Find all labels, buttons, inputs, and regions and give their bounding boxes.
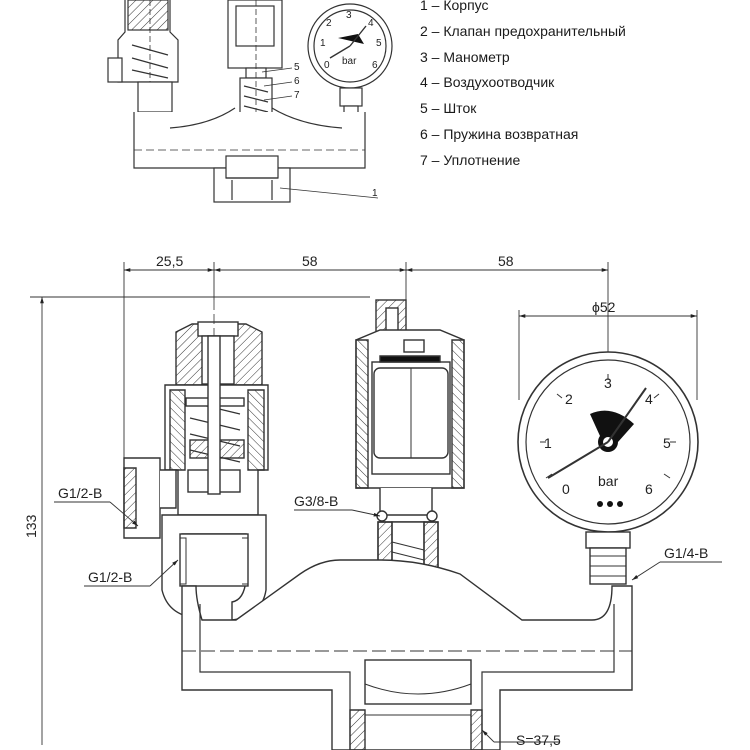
thread-label-gauge: G1/4-B [664,545,708,561]
small-gauge: 0 1 2 3 4 5 6 bar [307,3,393,129]
thread-label-valve-bottom: G1/2-B [88,569,132,585]
gauge-unit: bar [598,473,619,489]
small-air-vent [227,0,283,130]
dimension-gauge-diameter: ϕ52 [592,299,616,315]
callout-6: 6 [294,76,300,87]
small-gauge-unit: bar [342,56,357,67]
legend-item: 4 – Воздухоотводчик [420,74,555,91]
callout-7: 7 [294,90,300,101]
small-gauge-tick-4: 4 [368,18,374,29]
gauge-tick-3: 3 [604,375,612,391]
small-callout-leaders [261,67,379,199]
legend-item: 3 – Манометр [420,48,510,65]
legend-item: 1 – Корпус [420,0,489,13]
legend-item: 5 – Шток [420,100,477,117]
gauge-tick-2: 2 [565,391,573,407]
top-assembly-view: 0 1 2 3 4 5 6 bar [107,0,393,203]
small-gauge-tick-3: 3 [346,10,352,21]
dimension-58-right: 58 [498,253,514,269]
thread-label-vent: G3/8-B [294,493,338,509]
small-gauge-tick-1: 1 [320,38,326,49]
callout-5: 5 [294,62,300,73]
small-gauge-tick-2: 2 [326,18,332,29]
gauge-tick-0: 0 [562,481,570,497]
manifold-body [181,559,633,750]
legend-item: 6 – Пружина возвратная [420,125,579,142]
thread-leaders [54,501,722,743]
dimension-height: 133 [23,514,39,538]
gauge-tick-5: 5 [663,435,671,451]
gauge-tick-6: 6 [645,481,653,497]
dimension-wrench-size: S=37,5 [516,732,561,748]
dimension-lines [30,262,698,745]
dimension-58-left: 58 [302,253,318,269]
main-assembly-view [30,262,722,750]
small-gauge-tick-5: 5 [376,38,382,49]
parts-legend: 1 – Корпус 2 – Клапан предохранительный … [420,0,626,174]
small-safety-valve [107,0,179,113]
dimension-25-5: 25,5 [156,253,183,269]
legend-item: 7 – Уплотнение [420,151,521,168]
gauge-tick-1: 1 [544,435,552,451]
small-gauge-tick-6: 6 [372,60,378,71]
small-body [133,107,366,203]
safety-valve [123,300,269,621]
gauge-tick-4: 4 [645,391,653,407]
pressure-gauge [517,351,699,585]
small-gauge-tick-0: 0 [324,60,330,71]
callout-1: 1 [372,188,378,199]
legend-item: 2 – Клапан предохранительный [420,22,626,39]
thread-label-valve-side: G1/2-B [58,485,102,501]
